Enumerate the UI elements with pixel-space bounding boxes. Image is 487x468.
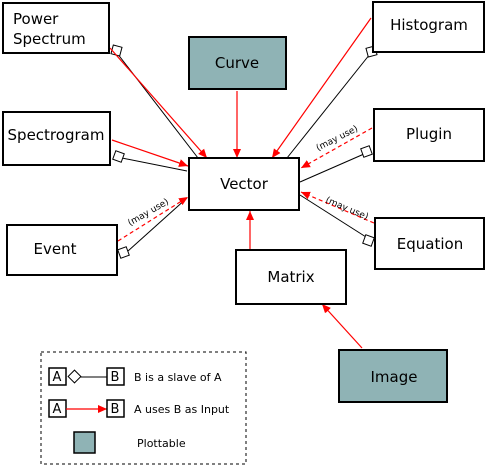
edge-vector-event — [127, 197, 188, 252]
diamond-icon — [112, 150, 125, 163]
edge-vector-plugin — [299, 153, 365, 183]
histogram-box — [372, 1, 485, 53]
diamond-icon — [117, 246, 130, 259]
legend-slave-text: B is a slave of A — [134, 371, 222, 384]
node-matrix: Matrix — [235, 249, 347, 305]
legend-input-b-letter: B — [111, 402, 120, 417]
equation-label: Equation — [397, 235, 463, 253]
edge-vector-powerspectrum — [116, 52, 199, 159]
node-curve: Curve — [188, 36, 287, 90]
spectrogram-label: Spectrogram — [8, 126, 105, 144]
arrow-equation-vector-mayuse — [300, 191, 375, 224]
power-spectrum-label-line1: Power — [13, 10, 59, 28]
edge-vector-spectrogram — [121, 157, 188, 172]
legend-slave-b-box — [106, 367, 125, 386]
plugin-box — [373, 108, 485, 162]
input-edges — [109, 17, 375, 349]
histogram-label: Histogram — [390, 16, 468, 34]
event-label: Event — [34, 240, 77, 258]
equation-may-use-label: (may use) — [324, 196, 370, 223]
vector-label: Vector — [220, 175, 269, 193]
legend-slave-a-letter: A — [53, 370, 62, 385]
event-box — [6, 224, 118, 276]
legend: A B B is a slave of A A B A uses B as In… — [40, 351, 247, 465]
legend-input-b-box — [106, 399, 125, 418]
diamond-icon — [67, 369, 82, 384]
equation-box — [374, 217, 485, 270]
legend-input-text: A uses B as Input — [134, 403, 230, 416]
arrow-spectrogram-vector — [111, 139, 189, 167]
image-label: Image — [371, 368, 418, 386]
plugin-label: Plugin — [406, 125, 452, 143]
node-vector: Vector — [188, 157, 300, 211]
vector-box — [188, 157, 300, 211]
arrow-powerspectrum-vector — [109, 47, 208, 159]
node-power-spectrum: Power Spectrum — [2, 2, 110, 54]
edge-vector-equation — [299, 194, 367, 238]
legend-row-plottable: Plottable — [73, 431, 186, 454]
legend-slave-b-letter: B — [111, 370, 120, 385]
curve-label: Curve — [215, 54, 259, 72]
node-event: Event — [6, 224, 118, 276]
arrow-histogram-vector — [271, 17, 372, 159]
node-equation: Equation — [374, 217, 485, 270]
legend-input-a-letter: A — [53, 402, 62, 417]
slave-edges — [110, 44, 378, 259]
node-histogram: Histogram — [372, 1, 485, 53]
power-spectrum-box — [2, 2, 110, 54]
event-may-use-label: (may use) — [127, 197, 171, 228]
legend-slave-a-box — [48, 367, 67, 386]
spectrogram-box — [2, 111, 111, 166]
arrow-image-matrix — [321, 303, 363, 349]
legend-row-slave: A B B is a slave of A — [48, 367, 222, 386]
matrix-box — [235, 249, 347, 305]
image-box — [338, 349, 448, 403]
matrix-label: Matrix — [267, 268, 314, 286]
curve-box — [188, 36, 287, 90]
node-image: Image — [338, 349, 448, 403]
diamond-icon — [362, 234, 375, 247]
diamond-icon — [360, 145, 373, 158]
legend-plottable-swatch — [73, 431, 96, 454]
power-spectrum-label-line2: Spectrum — [13, 30, 86, 48]
node-plugin: Plugin — [373, 108, 485, 162]
legend-row-input: A B A uses B as Input — [48, 399, 230, 418]
legend-plottable-text: Plottable — [137, 437, 186, 450]
edge-vector-histogram — [282, 53, 371, 164]
node-spectrogram: Spectrogram — [2, 111, 111, 166]
